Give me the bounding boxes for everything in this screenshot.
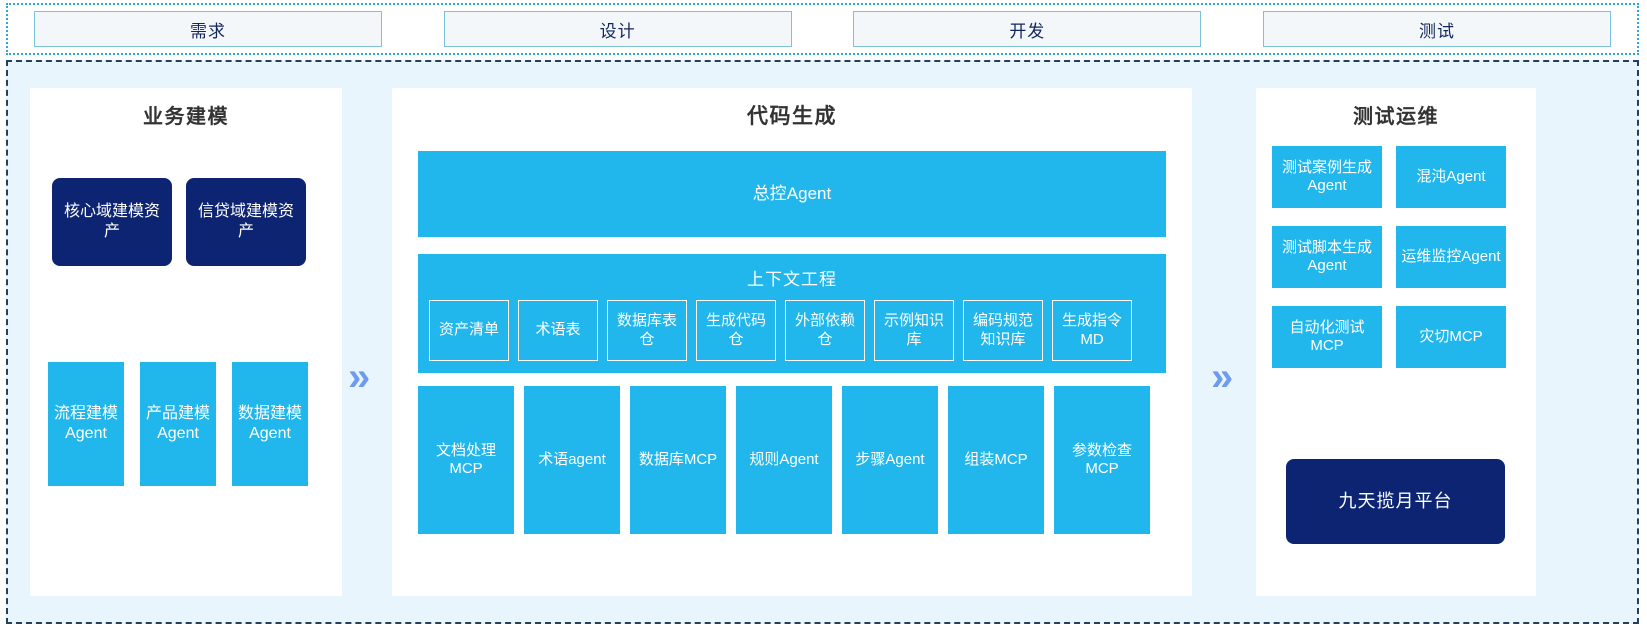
panel-title-business-modeling: 业务建模 (143, 106, 229, 128)
panel-test-operations: 测试运维 测试案例生成Agent 混沌Agent 测试脚本生成Agent 运维监… (1256, 88, 1536, 596)
control-agent-banner[interactable]: 总控Agent (418, 151, 1166, 237)
context-engineering-band: 上下文工程 资产清单 术语表 数据库表仓 生成代码仓 外部依赖仓 示例知识库 编… (418, 254, 1166, 373)
ops-box-test-script-generation-agent[interactable]: 测试脚本生成Agent (1272, 226, 1382, 288)
context-item-glossary[interactable]: 术语表 (518, 300, 598, 361)
ops-box-test-case-generation-agent[interactable]: 测试案例生成Agent (1272, 146, 1382, 208)
phase-box-requirements[interactable]: 需求 (34, 11, 382, 47)
context-item-db-table-repo[interactable]: 数据库表仓 (607, 300, 687, 361)
chevron-right-icon-1: » (348, 355, 371, 399)
phase-box-design[interactable]: 设计 (443, 11, 792, 47)
panel-business-modeling: 业务建模 核心域建模资产 信贷域建模资产 流程建模Agent 产品建模Agent… (30, 88, 342, 596)
panel-title-code-generation: 代码生成 (747, 105, 837, 128)
business-asset-row: 核心域建模资产 信贷域建模资产 (52, 178, 306, 266)
phase-box-testing[interactable]: 测试 (1262, 11, 1611, 47)
tool-box-row: 文档处理MCP 术语agent 数据库MCP 规则Agent 步骤Agent 组… (418, 386, 1150, 534)
context-item-generation-instruction-md[interactable]: 生成指令MD (1052, 300, 1132, 361)
phase-box-development[interactable]: 开发 (853, 11, 1202, 47)
asset-box-credit-domain[interactable]: 信贷域建模资产 (186, 178, 306, 266)
phase-strip: 需求 设计 开发 测试 (6, 3, 1639, 55)
tool-box-step-agent[interactable]: 步骤Agent (842, 386, 938, 534)
tool-box-rule-agent[interactable]: 规则Agent (736, 386, 832, 534)
ops-box-chaos-agent[interactable]: 混沌Agent (1396, 146, 1506, 208)
context-item-example-knowledge-base[interactable]: 示例知识库 (874, 300, 954, 361)
context-item-external-dependency-repo[interactable]: 外部依赖仓 (785, 300, 865, 361)
tool-box-database-mcp[interactable]: 数据库MCP (630, 386, 726, 534)
modeling-agent-product[interactable]: 产品建模Agent (140, 362, 216, 486)
chevron-right-icon-2: » (1211, 355, 1234, 399)
panel-code-generation: 代码生成 总控Agent 上下文工程 资产清单 术语表 数据库表仓 生成代码仓 … (392, 88, 1192, 596)
ops-box-automated-test-mcp[interactable]: 自动化测试MCP (1272, 306, 1382, 368)
modeling-agent-data[interactable]: 数据建模Agent (232, 362, 308, 486)
context-item-asset-list[interactable]: 资产清单 (429, 300, 509, 361)
tool-box-parameter-check-mcp[interactable]: 参数检查MCP (1054, 386, 1150, 534)
context-item-row: 资产清单 术语表 数据库表仓 生成代码仓 外部依赖仓 示例知识库 编码规范知识库… (429, 300, 1132, 361)
context-engineering-title: 上下文工程 (747, 270, 837, 289)
tool-box-document-processing-mcp[interactable]: 文档处理MCP (418, 386, 514, 534)
panel-title-test-operations: 测试运维 (1353, 106, 1439, 128)
tool-box-assembly-mcp[interactable]: 组装MCP (948, 386, 1044, 534)
main-dashed-area: 业务建模 核心域建模资产 信贷域建模资产 流程建模Agent 产品建模Agent… (6, 60, 1639, 624)
test-ops-grid: 测试案例生成Agent 混沌Agent 测试脚本生成Agent 运维监控Agen… (1272, 146, 1506, 368)
context-item-coding-standard-knowledge-base[interactable]: 编码规范知识库 (963, 300, 1043, 361)
asset-box-core-domain[interactable]: 核心域建模资产 (52, 178, 172, 266)
ops-box-operations-monitoring-agent[interactable]: 运维监控Agent (1396, 226, 1506, 288)
platform-box-jiutian-lanyue[interactable]: 九天揽月平台 (1286, 459, 1505, 544)
tool-box-glossary-agent[interactable]: 术语agent (524, 386, 620, 534)
modeling-agent-row: 流程建模Agent 产品建模Agent 数据建模Agent (48, 362, 308, 486)
ops-box-disaster-recovery-mcp[interactable]: 灾切MCP (1396, 306, 1506, 368)
context-item-generated-code-repo[interactable]: 生成代码仓 (696, 300, 776, 361)
modeling-agent-process[interactable]: 流程建模Agent (48, 362, 124, 486)
